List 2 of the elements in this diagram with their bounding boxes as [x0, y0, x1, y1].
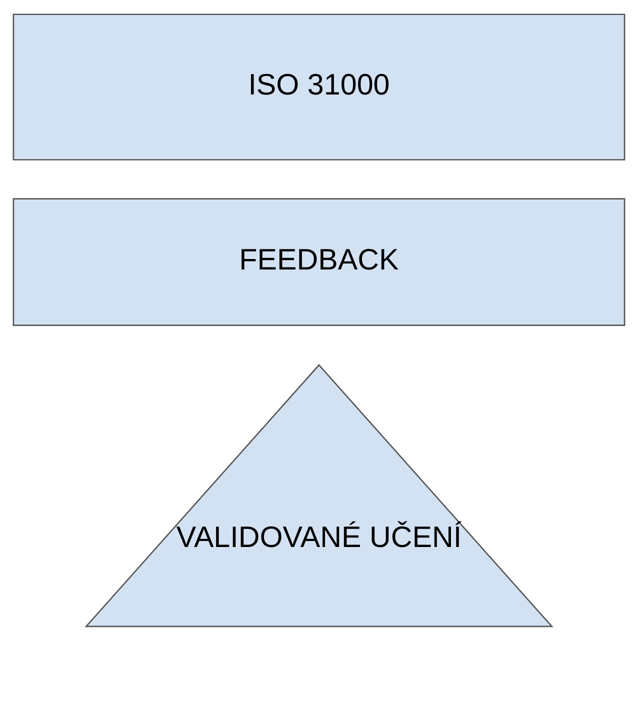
node-box: FEEDBACK	[12, 198, 626, 326]
node-box: ISO 31000	[12, 14, 626, 160]
